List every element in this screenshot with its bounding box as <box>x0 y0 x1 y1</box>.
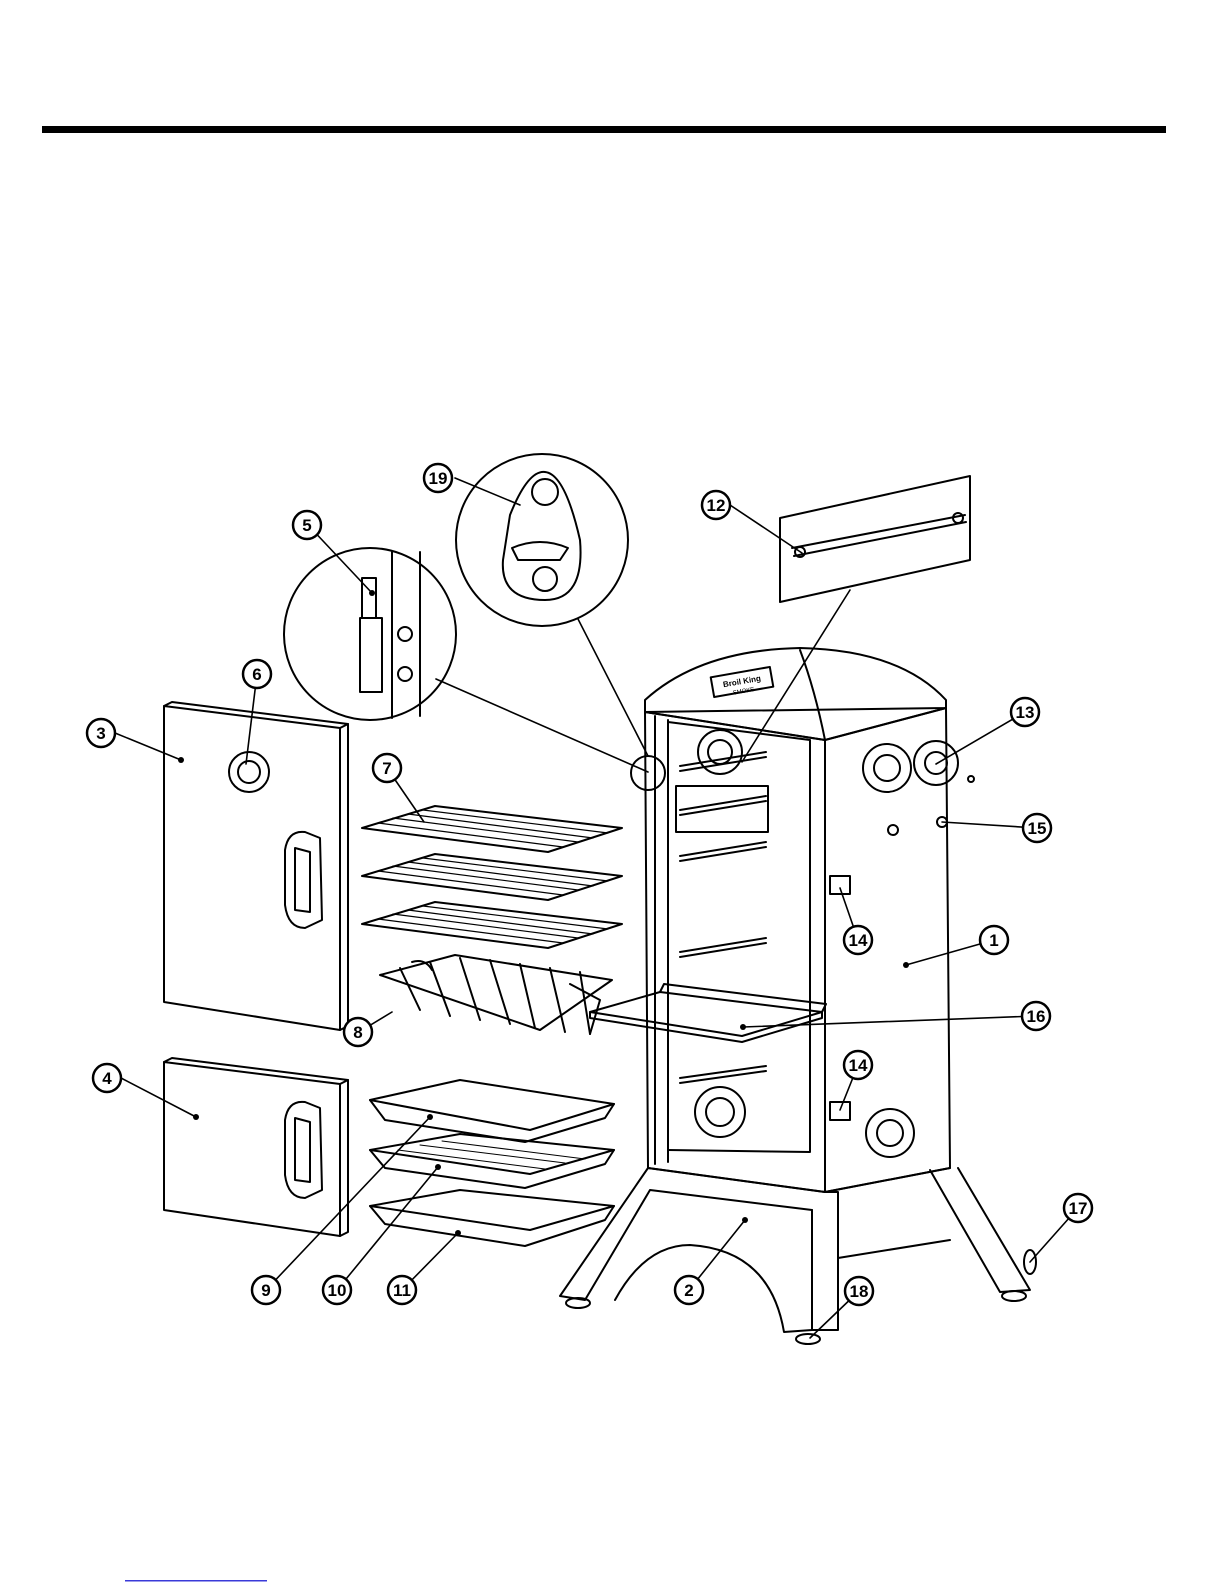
callout-number: 2 <box>684 1281 693 1300</box>
callout-number: 19 <box>429 469 448 488</box>
header-rule <box>42 126 1166 133</box>
callout-number: 17 <box>1069 1199 1088 1218</box>
callout-2: 2 <box>675 1276 703 1304</box>
footer-link-underline[interactable] <box>125 1580 267 1582</box>
callout-number: 14 <box>849 1056 868 1075</box>
callout-number: 7 <box>382 759 391 778</box>
callout-15: 15 <box>1023 814 1051 842</box>
callout-10: 10 <box>323 1276 351 1304</box>
callout-1: 1 <box>980 926 1008 954</box>
callout-number: 10 <box>328 1281 347 1300</box>
callout-6: 6 <box>243 660 271 688</box>
bottle-opener-detail-circle <box>456 454 628 626</box>
lower-door <box>164 1058 348 1236</box>
brand-plate-text: Broil King <box>722 674 761 690</box>
front-shelf <box>590 984 826 1042</box>
callout-14: 14 <box>844 926 872 954</box>
callout-19: 19 <box>424 464 452 492</box>
callout-number: 3 <box>96 724 105 743</box>
callout-number: 1 <box>989 931 998 950</box>
upper-door <box>164 702 348 1030</box>
callout-7: 7 <box>373 754 401 782</box>
callout-number: 11 <box>393 1281 411 1300</box>
callout-13: 13 <box>1011 698 1039 726</box>
callout-number: 18 <box>850 1282 869 1301</box>
callout-8: 8 <box>344 1018 372 1046</box>
callout-4: 4 <box>93 1064 121 1092</box>
stand <box>560 1168 1036 1344</box>
callout-11: 11 <box>388 1276 416 1304</box>
callout-number: 15 <box>1028 819 1047 838</box>
callout-number: 5 <box>302 516 311 535</box>
cooking-grids <box>362 806 622 948</box>
callout-number: 14 <box>849 931 868 950</box>
callout-17: 17 <box>1064 1194 1092 1222</box>
drip-pans <box>370 1080 614 1246</box>
callout-number: 12 <box>707 496 726 515</box>
callout-9: 9 <box>252 1276 280 1304</box>
callout-16: 16 <box>1022 1002 1050 1030</box>
rail-detail-panel <box>780 476 970 602</box>
callout-number: 16 <box>1027 1007 1046 1026</box>
callout-3: 3 <box>87 719 115 747</box>
callout-number: 9 <box>261 1281 270 1300</box>
callout-14: 14 <box>844 1051 872 1079</box>
callout-number: 6 <box>252 665 261 684</box>
callout-number: 4 <box>102 1069 112 1088</box>
callout-number: 8 <box>353 1023 362 1042</box>
brand-plate-subtext: SMOKE <box>733 687 755 697</box>
rib-rack <box>380 955 612 1034</box>
callout-5: 5 <box>293 511 321 539</box>
callout-number: 13 <box>1016 703 1035 722</box>
smoker-body <box>645 648 974 1192</box>
hinge-detail-circle <box>284 548 456 720</box>
callout-12: 12 <box>702 491 730 519</box>
callout-18: 18 <box>845 1277 873 1305</box>
